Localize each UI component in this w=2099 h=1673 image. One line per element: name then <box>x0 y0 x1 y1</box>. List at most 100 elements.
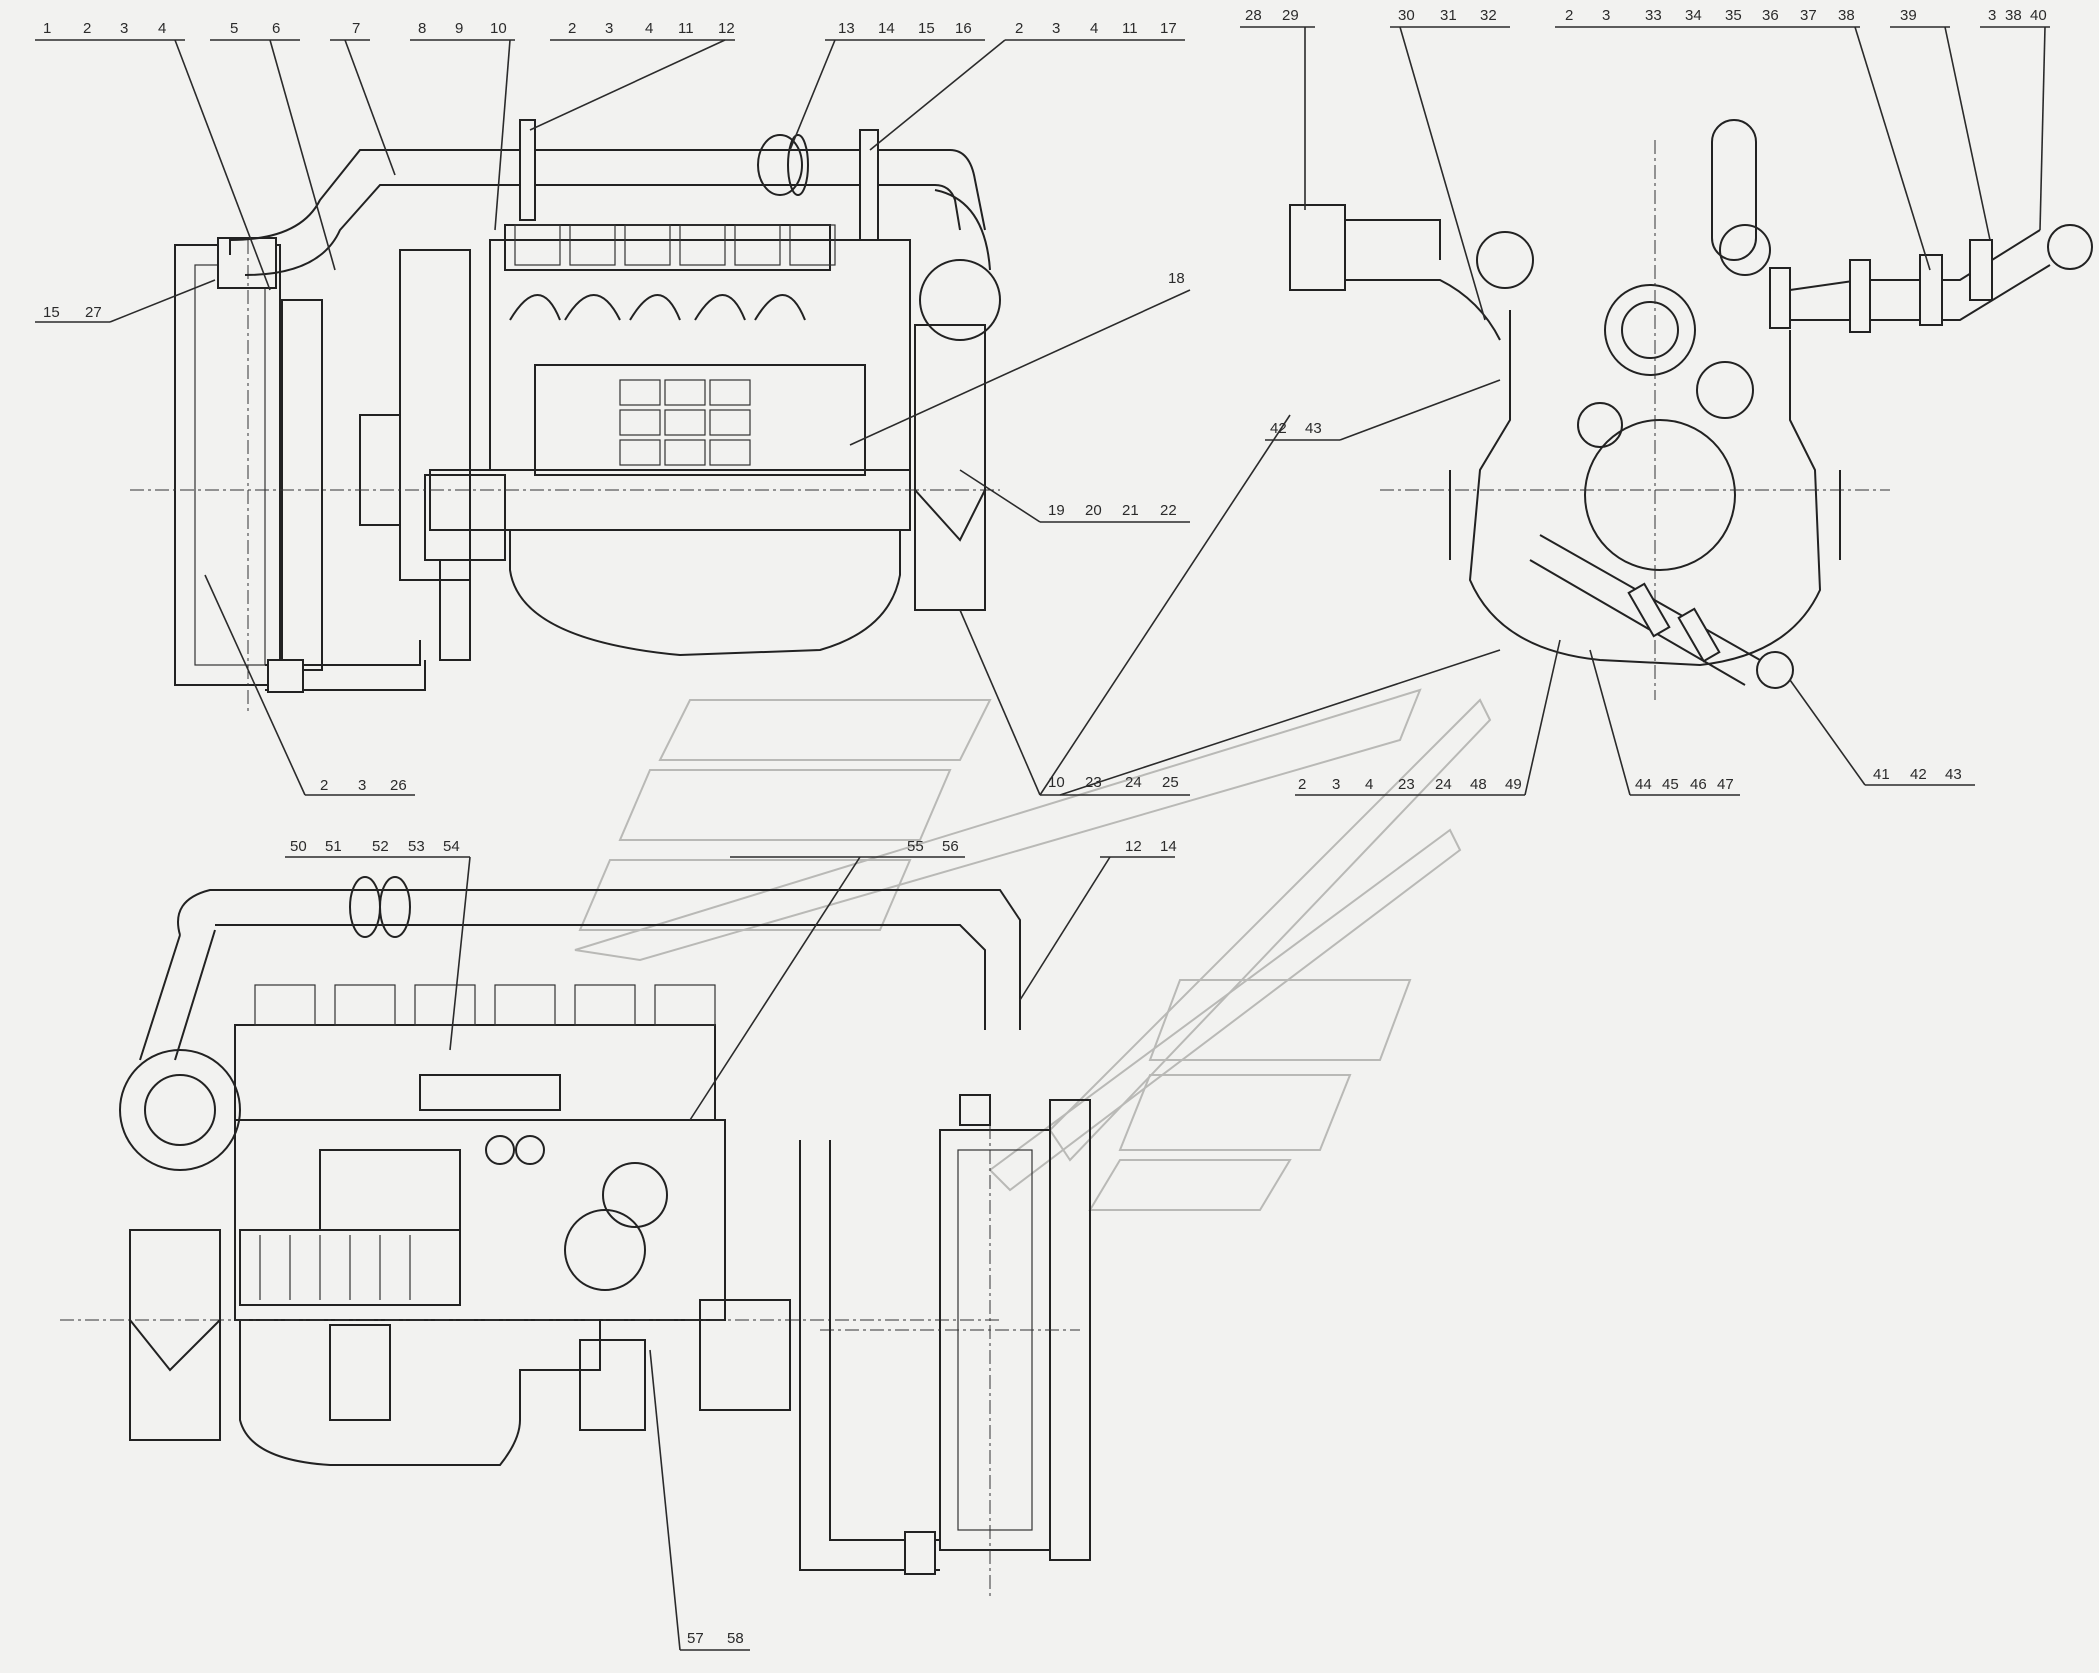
callout-18: 18 <box>1168 270 1185 287</box>
callout-labels: 1 2 3 4 5 6 7 8 9 10 2 3 4 11 12 13 14 1… <box>43 7 2047 1647</box>
callout-3e: 3 <box>1602 7 1610 24</box>
callout-41: 41 <box>1873 766 1890 783</box>
callout-8: 8 <box>418 20 426 37</box>
callout-15: 15 <box>918 20 935 37</box>
right-side-view <box>60 876 1091 1600</box>
callout-46: 46 <box>1690 776 1707 793</box>
callout-24b: 24 <box>1435 776 1452 793</box>
callout-3c: 3 <box>1052 20 1060 37</box>
callout-2d: 2 <box>320 777 328 794</box>
intake-pipe-top <box>229 149 986 255</box>
callout-35: 35 <box>1725 7 1742 24</box>
callout-51: 51 <box>325 838 342 855</box>
callout-36: 36 <box>1762 7 1779 24</box>
callout-1: 1 <box>43 20 51 37</box>
radiator <box>174 244 281 686</box>
watermark <box>574 688 1492 1211</box>
callout-22: 22 <box>1160 502 1177 519</box>
callout-49: 49 <box>1505 776 1522 793</box>
callout-7: 7 <box>352 20 360 37</box>
callout-21: 21 <box>1122 502 1139 519</box>
fan-pulley <box>359 414 401 526</box>
callout-10: 10 <box>490 20 507 37</box>
callout-39: 39 <box>1900 7 1917 24</box>
callout-16: 16 <box>955 20 972 37</box>
callout-15-left: 15 <box>43 304 60 321</box>
callout-45: 45 <box>1662 776 1679 793</box>
flywheel-housing <box>914 324 986 611</box>
callout-40: 40 <box>2030 7 2047 24</box>
callout-6: 6 <box>272 20 280 37</box>
callout-55: 55 <box>907 838 924 855</box>
callout-14b: 14 <box>1160 838 1177 855</box>
radiator-right <box>939 1129 1051 1551</box>
callout-43: 43 <box>1305 420 1322 437</box>
callout-2b: 2 <box>568 20 576 37</box>
callout-5: 5 <box>230 20 238 37</box>
callout-11b: 11 <box>1122 20 1138 37</box>
callout-20: 20 <box>1085 502 1102 519</box>
callout-30: 30 <box>1398 7 1415 24</box>
callout-23b: 23 <box>1398 776 1415 793</box>
callout-3: 3 <box>120 20 128 37</box>
callout-32: 32 <box>1480 7 1497 24</box>
callout-38b: 38 <box>2005 7 2022 24</box>
callout-24: 24 <box>1125 774 1142 791</box>
left-side-view <box>130 119 1001 715</box>
callout-54: 54 <box>443 838 460 855</box>
callout-2g: 2 <box>1298 776 1306 793</box>
callout-37: 37 <box>1800 7 1817 24</box>
engine-block-right <box>234 1119 726 1321</box>
callout-19: 19 <box>1048 502 1065 519</box>
callout-28: 28 <box>1245 7 1262 24</box>
callout-29: 29 <box>1282 7 1299 24</box>
callout-43b: 43 <box>1945 766 1962 783</box>
callout-2: 2 <box>83 20 91 37</box>
air-inlet <box>1289 204 1346 291</box>
callout-38: 38 <box>1838 7 1855 24</box>
turbo-front <box>119 1049 241 1171</box>
callout-13: 13 <box>838 20 855 37</box>
turbocharger <box>919 259 1001 341</box>
callout-58: 58 <box>727 1630 744 1647</box>
callout-26: 26 <box>390 777 407 794</box>
callout-4g: 4 <box>1365 776 1373 793</box>
callout-11: 11 <box>678 20 694 37</box>
callout-31: 31 <box>1440 7 1457 24</box>
callout-3f: 3 <box>1988 7 1996 24</box>
front-view <box>1289 119 2093 700</box>
callout-10b: 10 <box>1048 774 1065 791</box>
callout-48: 48 <box>1470 776 1487 793</box>
callout-4: 4 <box>158 20 166 37</box>
callout-44: 44 <box>1635 776 1652 793</box>
leader-lines <box>35 26 2050 1651</box>
callout-17: 17 <box>1160 20 1177 37</box>
intake-pipe-bottom <box>177 889 1021 1030</box>
callout-9: 9 <box>455 20 463 37</box>
callout-53: 53 <box>408 838 425 855</box>
callout-2c: 2 <box>1015 20 1023 37</box>
callout-42: 42 <box>1270 420 1287 437</box>
callout-33: 33 <box>1645 7 1662 24</box>
callout-12: 12 <box>718 20 735 37</box>
oil-pan <box>509 530 901 657</box>
crank-pulley <box>1584 419 1736 571</box>
callout-50: 50 <box>290 838 307 855</box>
callout-52: 52 <box>372 838 389 855</box>
callout-3d: 3 <box>358 777 366 794</box>
callout-47: 47 <box>1717 776 1734 793</box>
callout-14: 14 <box>878 20 895 37</box>
callout-56: 56 <box>942 838 959 855</box>
callout-23: 23 <box>1085 774 1102 791</box>
front-engine-outline <box>1468 310 1822 667</box>
callout-27: 27 <box>85 304 102 321</box>
callout-2e: 2 <box>1565 7 1573 24</box>
callout-3b: 3 <box>605 20 613 37</box>
callout-4c: 4 <box>1090 20 1098 37</box>
callout-42b: 42 <box>1910 766 1927 783</box>
callout-3g: 3 <box>1332 776 1340 793</box>
callout-12b: 12 <box>1125 838 1142 855</box>
callout-4b: 4 <box>645 20 653 37</box>
callout-34: 34 <box>1685 7 1702 24</box>
